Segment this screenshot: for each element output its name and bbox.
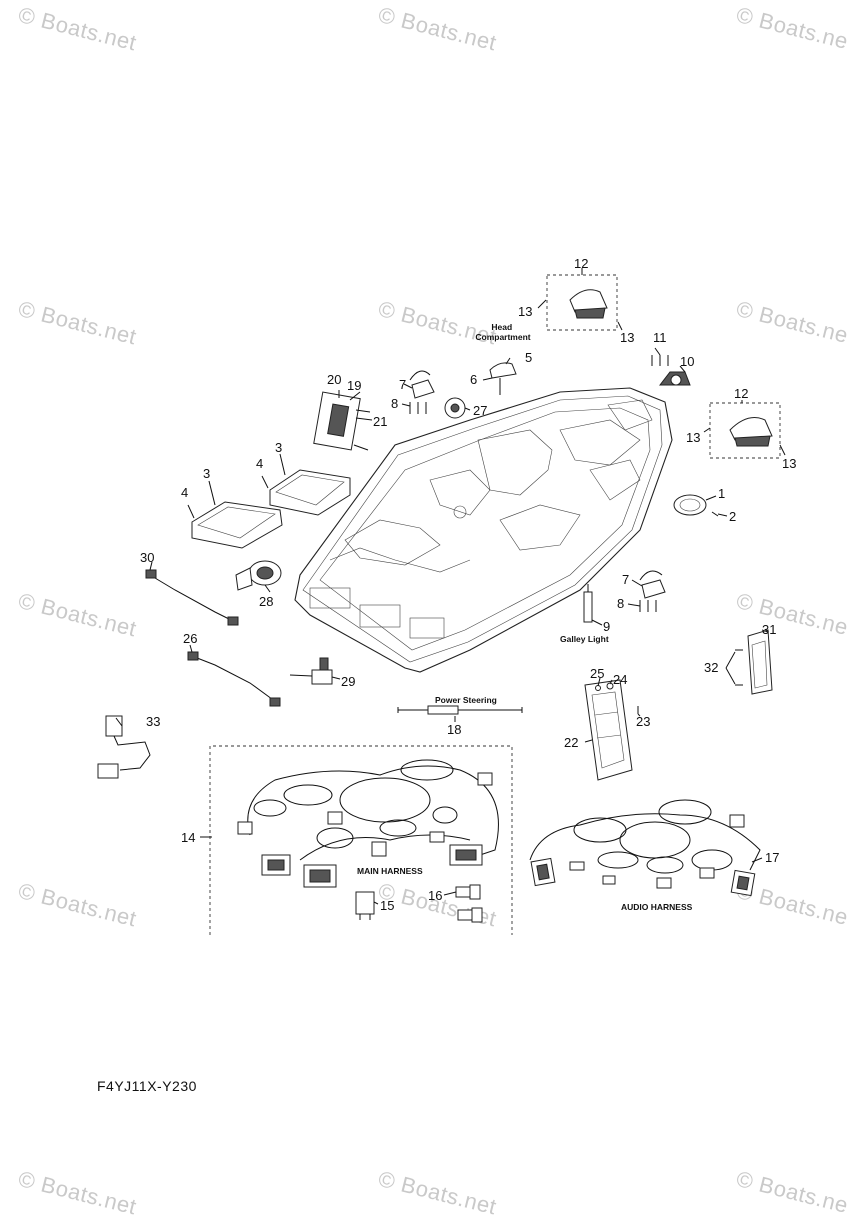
head-compartment-label: Head Compartment [475, 322, 530, 342]
callout-33: 33 [146, 714, 160, 729]
part-17-audio-harness[interactable] [529, 799, 761, 897]
part-11[interactable] [651, 355, 669, 366]
part-1[interactable] [673, 494, 707, 516]
part-18[interactable] [397, 705, 523, 715]
leader-lines [115, 268, 786, 905]
callout-12: 12 [574, 256, 588, 271]
callout-numbers: 1 2 3 3 4 4 5 6 7 7 8 8 9 10 11 12 12 13… [140, 256, 796, 913]
part-2[interactable] [711, 511, 719, 517]
callout-28: 28 [259, 594, 273, 609]
callout-4: 4 [256, 456, 263, 471]
part-12-lower[interactable] [709, 402, 781, 459]
part-30[interactable] [145, 569, 239, 626]
part-16[interactable] [455, 884, 483, 923]
part-19-20-21[interactable] [313, 391, 371, 451]
part-22[interactable] [584, 679, 633, 781]
callout-3: 3 [275, 440, 282, 455]
callout-20: 20 [327, 372, 341, 387]
part-32[interactable] [735, 649, 743, 686]
part-26[interactable] [187, 651, 281, 707]
callout-22: 22 [564, 735, 578, 750]
callout-13: 13 [518, 304, 532, 319]
callout-25: 25 [590, 666, 604, 681]
callout-15: 15 [380, 898, 394, 913]
callout-2: 2 [729, 509, 736, 524]
part-8-upper[interactable] [409, 402, 427, 414]
part-10[interactable] [658, 371, 691, 386]
callout-24: 24 [613, 672, 627, 687]
callout-12: 12 [734, 386, 748, 401]
part-28[interactable] [235, 560, 282, 591]
callout-29: 29 [341, 674, 355, 689]
callout-13: 13 [686, 430, 700, 445]
part-14-main-harness[interactable] [237, 759, 499, 888]
power-steering-label: Power Steering [435, 695, 497, 705]
part-3-tray-left[interactable] [191, 501, 283, 549]
boat-hull[interactable] [294, 387, 673, 673]
part-27[interactable] [444, 397, 466, 419]
part-4[interactable] [187, 475, 269, 519]
callout-32: 32 [704, 660, 718, 675]
galley-light-label: Galley Light [560, 634, 609, 644]
callout-30: 30 [140, 550, 154, 565]
callout-4: 4 [181, 485, 188, 500]
callout-5: 5 [525, 350, 532, 365]
callout-31: 31 [762, 622, 776, 637]
part-12-upper[interactable] [546, 274, 618, 331]
part-3-tray-right[interactable] [269, 469, 351, 516]
part-5[interactable] [489, 362, 517, 395]
drawing-code: F4YJ11X-Y230 [97, 1078, 197, 1094]
callout-19: 19 [347, 378, 361, 393]
callout-13: 13 [782, 456, 796, 471]
callout-3: 3 [203, 466, 210, 481]
part-33[interactable] [97, 715, 151, 779]
part-9[interactable] [583, 584, 593, 623]
part-7-upper[interactable] [409, 370, 435, 399]
callout-27: 27 [473, 403, 487, 418]
callout-23: 23 [636, 714, 650, 729]
callout-6: 6 [470, 372, 477, 387]
callout-16: 16 [428, 888, 442, 903]
part-31[interactable] [747, 629, 773, 695]
part-29[interactable] [289, 657, 333, 685]
callout-14: 14 [181, 830, 195, 845]
callout-8: 8 [617, 596, 624, 611]
callout-7: 7 [399, 377, 406, 392]
callout-11: 11 [653, 330, 667, 345]
callout-21: 21 [373, 414, 387, 429]
part-15[interactable] [355, 891, 375, 920]
audio-harness-label: AUDIO HARNESS [621, 902, 693, 912]
callout-17: 17 [765, 850, 779, 865]
callout-26: 26 [183, 631, 197, 646]
callout-1: 1 [718, 486, 725, 501]
part-25[interactable] [595, 685, 601, 691]
callout-9: 9 [603, 619, 610, 634]
part-8-lower[interactable] [639, 600, 657, 612]
callout-10: 10 [680, 354, 694, 369]
callout-8: 8 [391, 396, 398, 411]
callout-13: 13 [620, 330, 634, 345]
callout-18: 18 [447, 722, 461, 737]
main-harness-label: MAIN HARNESS [357, 866, 423, 876]
callout-7: 7 [622, 572, 629, 587]
part-7-lower[interactable] [639, 570, 666, 599]
